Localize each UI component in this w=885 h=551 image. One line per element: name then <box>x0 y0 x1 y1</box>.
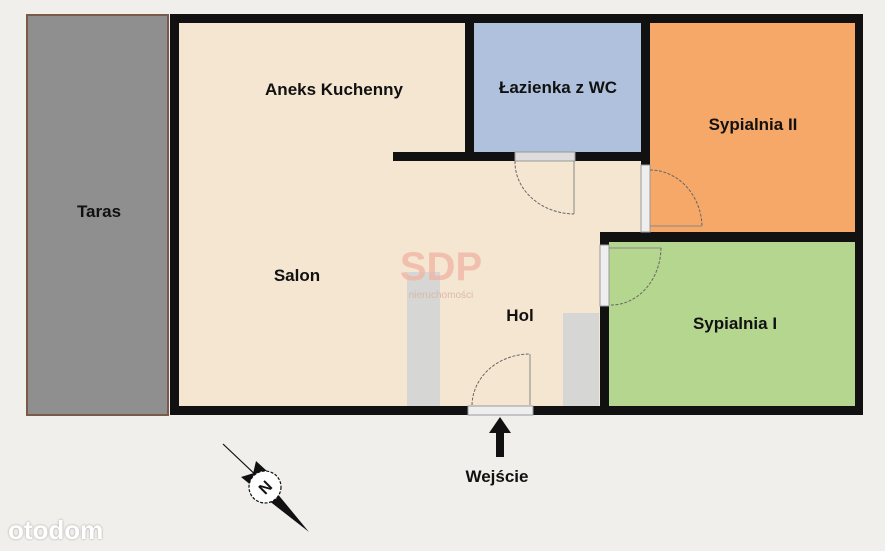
door-swing <box>610 247 662 306</box>
room-label-salon: Salon <box>274 266 320 285</box>
door-opening <box>514 151 576 162</box>
wall <box>641 23 650 165</box>
bedroom1-floor <box>609 242 855 406</box>
entrance-arrow-icon <box>489 417 511 457</box>
entrance-door-opening <box>467 405 534 416</box>
compass-icon: N <box>222 443 309 532</box>
sdp-watermark-sub: nieruchomości <box>409 290 473 301</box>
column <box>407 272 440 406</box>
bathroom-floor <box>474 23 641 152</box>
door-swing <box>649 169 703 227</box>
door-swing <box>471 353 531 406</box>
room-label-sypialnia2: Sypialnia II <box>709 115 798 134</box>
sdp-watermark: SDP <box>400 245 482 289</box>
room-label-aneks: Aneks Kuchenny <box>265 80 403 99</box>
taras-area <box>26 14 169 416</box>
wall <box>575 152 650 161</box>
door-swing <box>514 160 575 215</box>
wall <box>465 23 474 161</box>
wall <box>600 306 609 415</box>
room-label-taras: Taras <box>77 202 121 221</box>
wall <box>600 232 609 245</box>
column <box>563 313 599 406</box>
room-label-hol: Hol <box>506 306 533 325</box>
otodom-logo: otodom <box>8 515 104 545</box>
door-opening <box>599 244 610 307</box>
wall <box>600 232 863 242</box>
wall <box>393 152 515 161</box>
room-label-sypialnia1: Sypialnia I <box>693 314 777 333</box>
room-label-lazienka: Łazienka z WC <box>499 78 617 97</box>
bedroom2-floor <box>650 23 855 232</box>
entrance-label: Wejście <box>465 467 528 486</box>
door-opening <box>640 164 651 233</box>
